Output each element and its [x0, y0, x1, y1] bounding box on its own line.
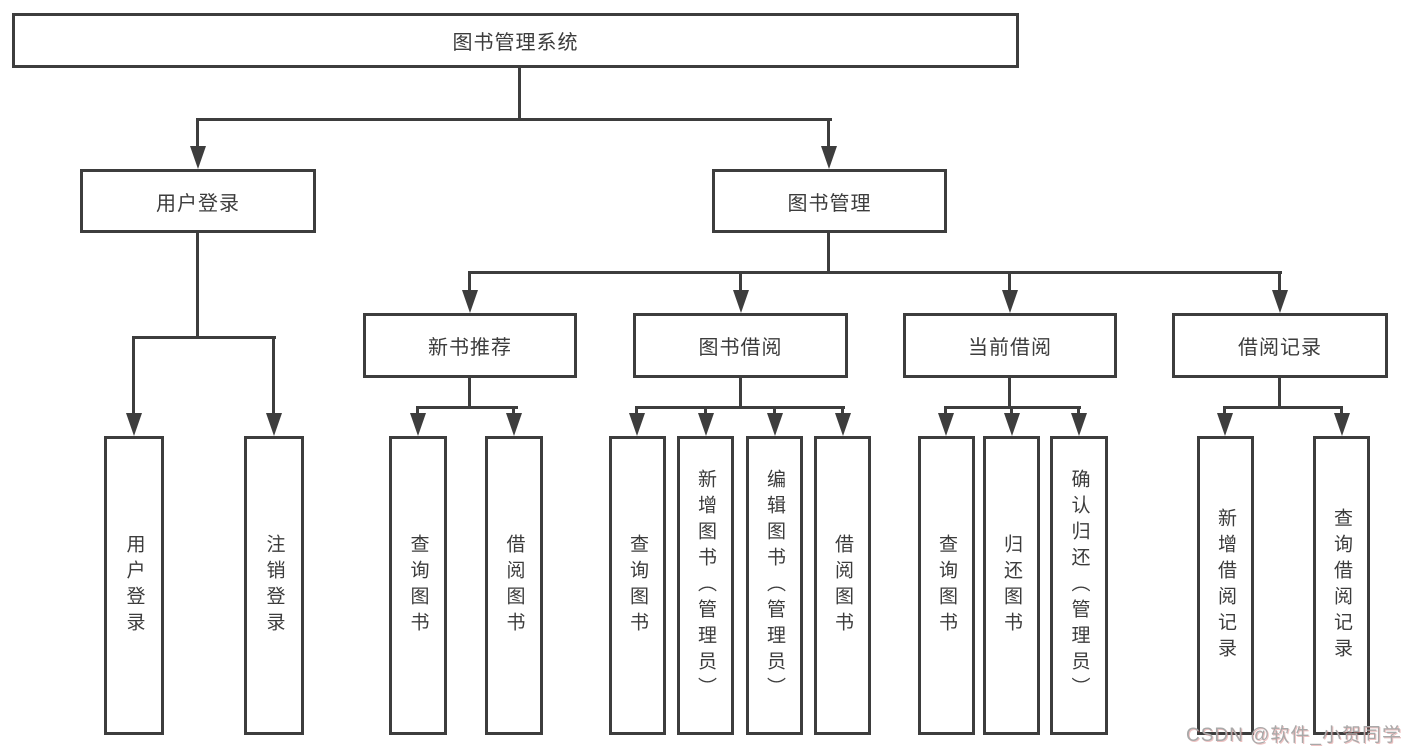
connector-level1-bus	[196, 118, 832, 121]
leaf-records-query: 查询借阅记录	[1313, 436, 1370, 735]
leaf-newbooks-borrow-label: 借阅图书	[503, 533, 525, 638]
node-section-new-books-label: 新书推荐	[428, 337, 512, 359]
arrowhead-leaf9	[938, 413, 954, 436]
arrowhead-leaf11	[1071, 413, 1087, 436]
node-root: 图书管理系统	[12, 13, 1019, 68]
connector-drop-user	[196, 118, 199, 148]
arrowhead-leaf5	[629, 413, 645, 436]
arrowhead-leaf6	[698, 413, 714, 436]
node-book-management: 图书管理	[712, 169, 947, 233]
connector-drop-book	[827, 118, 830, 148]
connector-level2-bus	[468, 271, 1282, 274]
arrowhead-user	[190, 146, 206, 169]
connector-sec1-bus	[416, 406, 518, 409]
connector-drop-leaf1	[132, 336, 135, 415]
leaf-user-login-label: 用户登录	[123, 533, 145, 638]
connector-sec2-stem	[739, 378, 742, 409]
leaf-logout: 注销登录	[244, 436, 304, 735]
connector-sec4-bus	[1223, 406, 1343, 409]
leaf-current-confirm-return: 确认归还（管理员）	[1050, 436, 1108, 735]
connector-drop-leaf8	[841, 406, 844, 416]
leaf-records-add: 新增借阅记录	[1197, 436, 1254, 735]
arrowhead-leaf4	[506, 413, 522, 436]
watermark: CSDN @软件_小贺同学	[1186, 725, 1402, 746]
arrowhead-leaf13	[1334, 413, 1350, 436]
connector-drop-leaf13	[1340, 406, 1343, 416]
node-section-borrow-records: 借阅记录	[1172, 313, 1388, 378]
node-user-login: 用户登录	[80, 169, 316, 233]
leaf-records-query-label: 查询借阅记录	[1331, 507, 1352, 664]
connector-book-stem	[827, 233, 830, 274]
leaf-borrow-book: 借阅图书	[814, 436, 871, 735]
node-section-current-borrow: 当前借阅	[903, 313, 1117, 378]
arrowhead-leaf7	[767, 413, 783, 436]
leaf-current-query: 查询图书	[918, 436, 975, 735]
leaf-borrow-add-book: 新增图书（管理员）	[677, 436, 734, 735]
leaf-current-confirm-return-label: 确认归还（管理员）	[1068, 468, 1090, 703]
leaf-borrow-query: 查询图书	[609, 436, 666, 735]
leaf-newbooks-query-label: 查询图书	[407, 533, 429, 638]
node-root-label: 图书管理系统	[452, 32, 579, 54]
arrowhead-leaf8	[835, 413, 851, 436]
connector-drop-leaf2	[272, 336, 275, 415]
node-section-borrow-records-label: 借阅记录	[1238, 337, 1322, 359]
arrowhead-book	[821, 146, 837, 169]
connector-sec2-bus	[635, 406, 845, 409]
connector-drop-leaf10	[1010, 406, 1013, 416]
arrowhead-leaf12	[1217, 413, 1233, 436]
leaf-logout-label: 注销登录	[263, 533, 285, 638]
arrowhead-leaf1	[126, 413, 142, 436]
connector-drop-leaf12	[1223, 406, 1226, 416]
connector-user-bus	[132, 336, 276, 339]
connector-sec3-stem	[1008, 378, 1011, 409]
leaf-user-login: 用户登录	[104, 436, 164, 735]
leaf-newbooks-borrow: 借阅图书	[485, 436, 543, 735]
connector-drop-sec2	[739, 271, 742, 292]
leaf-borrow-edit-book-label: 编辑图书（管理员）	[764, 468, 785, 703]
arrowhead-sec3	[1002, 290, 1018, 313]
leaf-borrow-book-label: 借阅图书	[832, 533, 853, 638]
leaf-current-return: 归还图书	[983, 436, 1040, 735]
connector-drop-leaf7	[773, 406, 776, 416]
arrowhead-sec1	[462, 290, 478, 313]
node-section-book-borrow: 图书借阅	[633, 313, 848, 378]
connector-user-stem	[196, 233, 199, 339]
connector-sec4-stem	[1278, 378, 1281, 409]
connector-drop-sec4	[1278, 271, 1281, 292]
connector-drop-leaf9	[944, 406, 947, 416]
connector-drop-leaf5	[635, 406, 638, 416]
connector-root-stem	[518, 67, 521, 120]
leaf-records-add-label: 新增借阅记录	[1215, 507, 1236, 664]
arrowhead-leaf3	[410, 413, 426, 436]
connector-drop-leaf3	[416, 406, 419, 416]
leaf-borrow-query-label: 查询图书	[627, 533, 648, 638]
node-section-book-borrow-label: 图书借阅	[698, 337, 783, 359]
leaf-borrow-add-book-label: 新增图书（管理员）	[695, 468, 716, 703]
connector-sec1-stem	[468, 378, 471, 409]
node-user-login-label: 用户登录	[156, 192, 240, 215]
connector-drop-sec3	[1008, 271, 1011, 292]
leaf-borrow-edit-book: 编辑图书（管理员）	[746, 436, 803, 735]
arrowhead-leaf10	[1004, 413, 1020, 436]
connector-drop-leaf6	[704, 406, 707, 416]
connector-drop-leaf11	[1077, 406, 1080, 416]
connector-drop-leaf4	[512, 406, 515, 416]
node-section-current-borrow-label: 当前借阅	[968, 337, 1052, 359]
leaf-current-return-label: 归还图书	[1001, 533, 1022, 638]
node-book-management-label: 图书管理	[787, 192, 872, 215]
node-section-new-books: 新书推荐	[363, 313, 577, 378]
arrowhead-sec2	[733, 290, 749, 313]
leaf-newbooks-query: 查询图书	[389, 436, 447, 735]
arrowhead-leaf2	[266, 413, 282, 436]
arrowhead-sec4	[1272, 290, 1288, 313]
connector-drop-sec1	[468, 271, 471, 292]
leaf-current-query-label: 查询图书	[936, 533, 957, 638]
